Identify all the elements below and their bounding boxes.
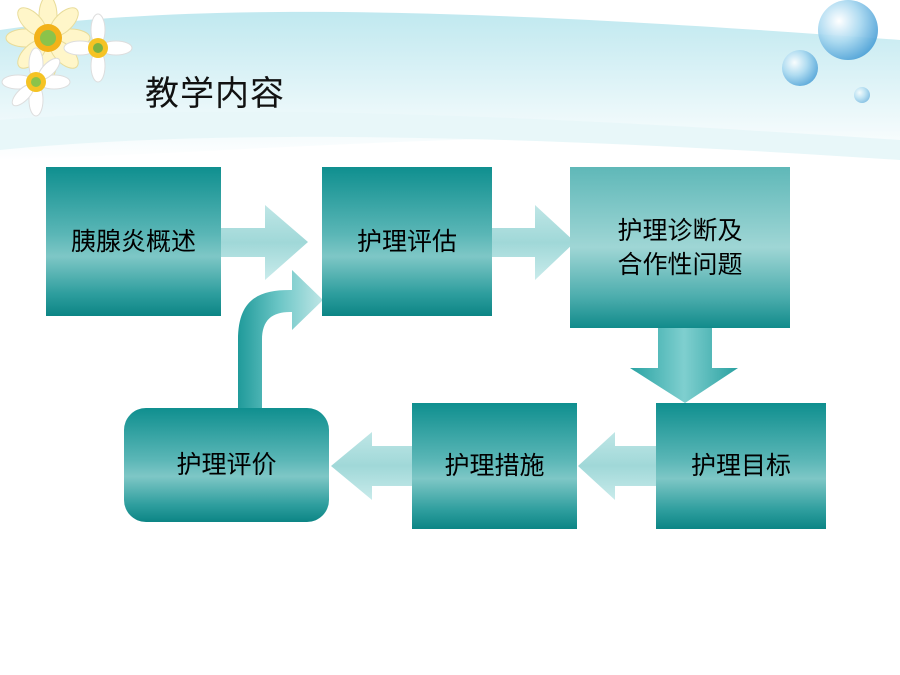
node-measures: 护理措施 [412, 403, 577, 529]
bubble-icon [782, 0, 878, 103]
node-evaluation: 护理评价 [124, 408, 329, 522]
arrow-overview-to-assessment [221, 205, 308, 280]
daisy-flower-icon [1, 0, 133, 117]
node-diagnosis: 护理诊断及 合作性问题 [570, 167, 790, 328]
node-assessment: 护理评估 [322, 167, 492, 316]
node-assessment-label: 护理评估 [356, 226, 457, 256]
arrow-assessment-to-diagnosis [492, 205, 575, 280]
banner-wave-lower [0, 111, 900, 160]
arrow-goals-to-measures [578, 432, 656, 500]
node-goals-label: 护理目标 [690, 451, 791, 480]
node-diagnosis-label: 护理诊断及 合作性问题 [617, 215, 743, 279]
arrow-diagnosis-to-goals [630, 328, 738, 403]
arrow-measures-to-evaluation [331, 432, 412, 500]
slide-title: 教学内容 [145, 74, 285, 114]
node-measures-label: 护理措施 [444, 451, 545, 480]
arrow-evaluation-to-assessment [238, 270, 323, 408]
node-overview: 胰腺炎概述 [46, 167, 221, 316]
node-overview-label: 胰腺炎概述 [70, 226, 196, 256]
node-goals: 护理目标 [656, 403, 826, 529]
node-evaluation-label: 护理评价 [176, 450, 277, 479]
